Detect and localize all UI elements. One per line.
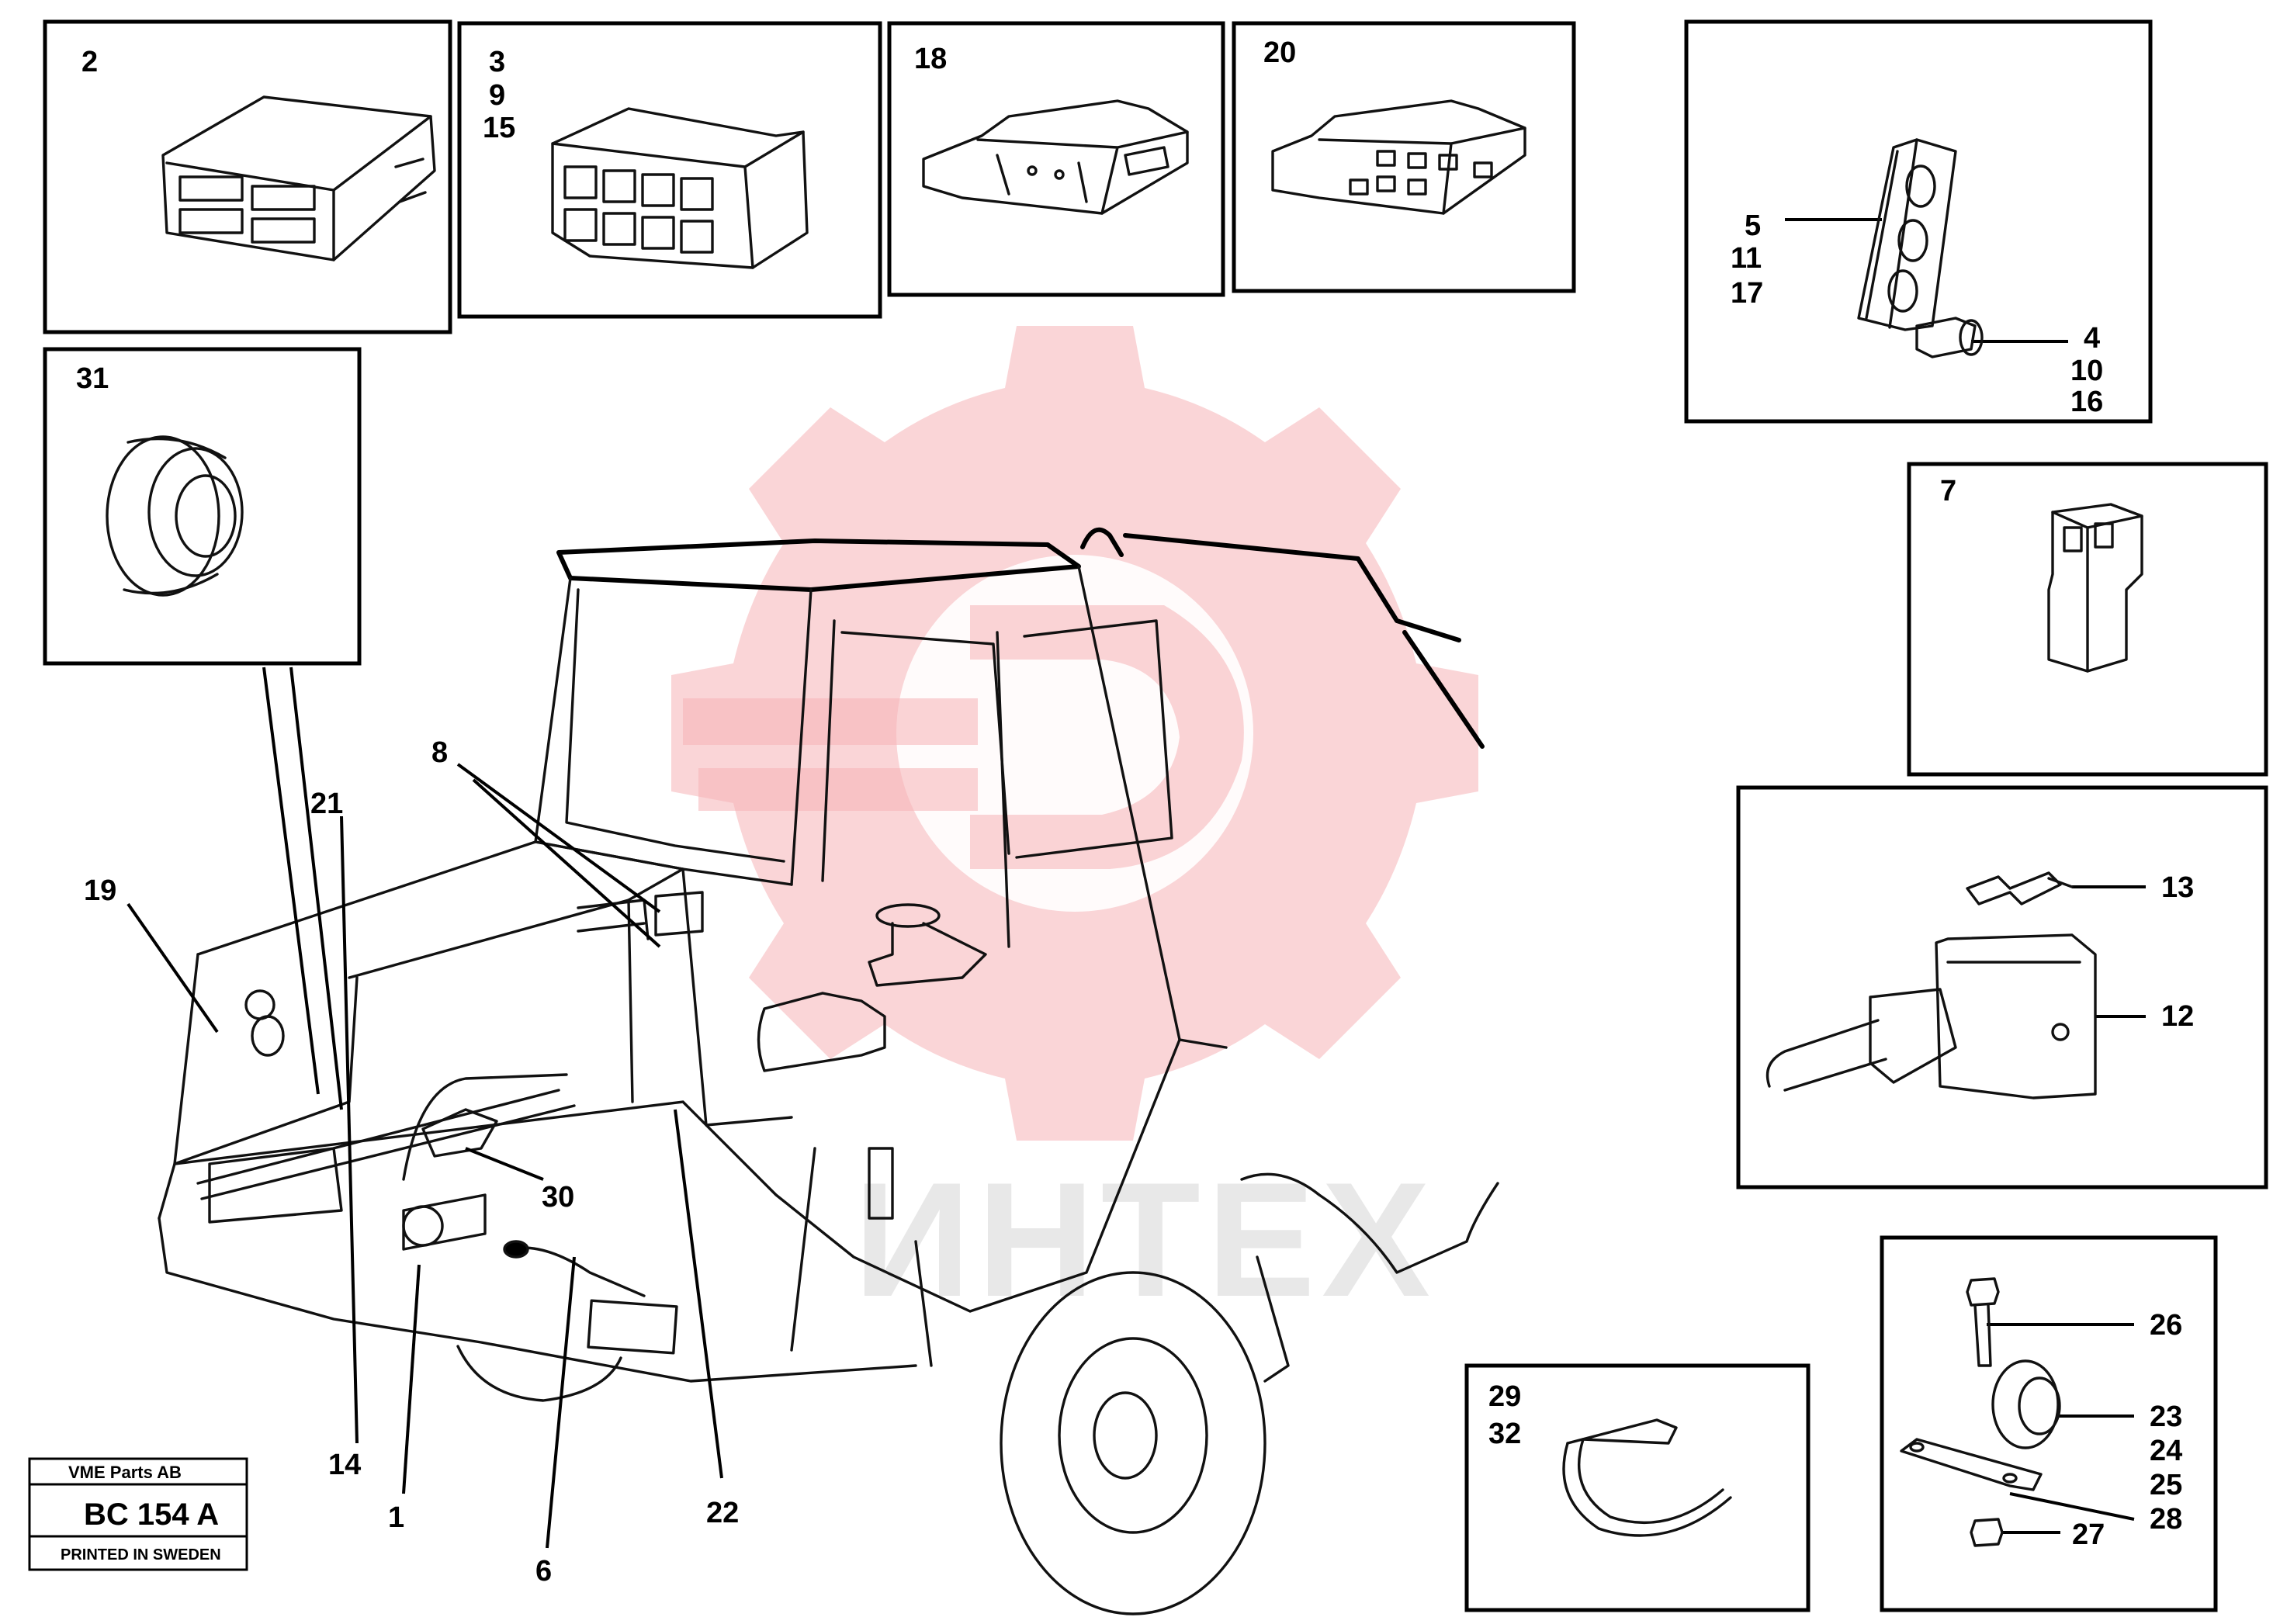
label-13: 13: [2161, 871, 2194, 904]
inset-part-5-4: 5 11 17 4 10 16: [1684, 19, 2153, 424]
label-4: 4: [2084, 322, 2100, 355]
callout-22: 22: [706, 1497, 739, 1529]
label-17: 17: [1731, 277, 1763, 310]
label-2: 2: [81, 46, 98, 78]
loader-machine-drawing: [158, 527, 1499, 1615]
inset-part-3-9-15: 3 9 15: [457, 21, 882, 319]
inset-part-2: 2: [43, 19, 452, 334]
document-stamp: VME Parts AB BC 154 A PRINTED IN SWEDEN: [28, 1457, 248, 1571]
inset-part-29-32: 29 32: [1464, 1363, 1810, 1612]
label-26: 26: [2150, 1309, 2182, 1342]
inset-part-18: 18: [887, 21, 1225, 297]
label-10: 10: [2070, 355, 2103, 387]
inset-part-31: 31: [43, 347, 362, 666]
stamp-company: VME Parts AB: [68, 1463, 182, 1482]
label-32: 32: [1488, 1418, 1521, 1450]
label-16: 16: [2070, 386, 2103, 418]
label-7: 7: [1940, 475, 1956, 507]
inset-part-20: 20: [1232, 21, 1576, 293]
label-28: 28: [2150, 1503, 2182, 1536]
stamp-code: BC 154 A: [84, 1498, 219, 1532]
label-12: 12: [2161, 1000, 2194, 1033]
stamp-printed: PRINTED IN SWEDEN: [61, 1546, 221, 1563]
label-31: 31: [76, 362, 109, 395]
label-9: 9: [489, 79, 505, 112]
callout-leaders: [126, 667, 723, 1549]
watermark-gear-logo: [671, 326, 1478, 1141]
callout-6: 6: [535, 1555, 552, 1588]
callout-19: 19: [84, 874, 116, 907]
label-24: 24: [2150, 1435, 2182, 1467]
callout-14: 14: [328, 1449, 361, 1481]
inset-part-26-27: 26 23 24 25 28 27: [1880, 1235, 2218, 1612]
label-23: 23: [2150, 1401, 2182, 1433]
callout-8: 8: [431, 736, 448, 769]
inset-part-12-13: 13 12: [1736, 785, 2268, 1189]
inset-part-7: 7: [1907, 462, 2268, 777]
callout-labels: 8 21 19 30 14 1 6 22: [84, 736, 739, 1588]
label-15: 15: [483, 112, 515, 144]
watermark-text: ИНТЕХ: [854, 1148, 1436, 1331]
label-18: 18: [914, 43, 947, 75]
callout-1: 1: [388, 1501, 404, 1534]
label-11: 11: [1731, 242, 1762, 275]
label-27: 27: [2072, 1518, 2105, 1551]
callout-30: 30: [542, 1181, 574, 1214]
label-5: 5: [1745, 209, 1761, 242]
label-25: 25: [2150, 1469, 2182, 1501]
label-20: 20: [1263, 36, 1296, 69]
label-3: 3: [489, 46, 505, 78]
label-29: 29: [1488, 1380, 1521, 1413]
callout-21: 21: [310, 788, 343, 820]
